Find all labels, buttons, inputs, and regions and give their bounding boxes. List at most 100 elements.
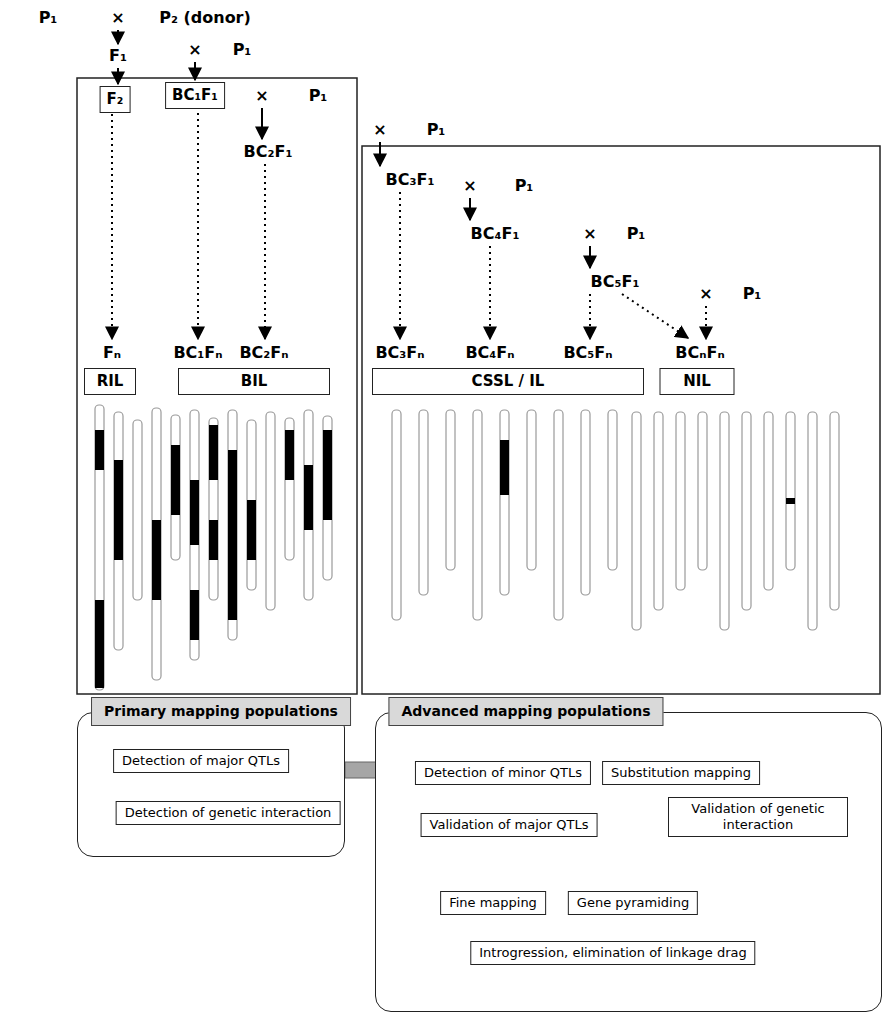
- generation-label: P₁: [233, 40, 252, 60]
- box-text: NIL: [667, 372, 728, 391]
- chromosome-bar: [152, 408, 161, 680]
- donor-segment: [285, 430, 294, 480]
- donor-segment: [247, 500, 256, 560]
- donor-segment: [786, 498, 795, 504]
- use-box: Validation of major QTLs: [421, 813, 598, 837]
- use-box: Gene pyramiding: [568, 891, 698, 915]
- chromosome-bar: [190, 410, 199, 660]
- chromosome-bars: [95, 405, 839, 690]
- cross-symbol: ×: [463, 176, 476, 196]
- population-box: BIL: [178, 368, 330, 395]
- box-text: BIL: [185, 372, 323, 391]
- selfing-arrow: [622, 294, 688, 338]
- cross-arrow: [117, 30, 119, 44]
- donor-segment: [171, 445, 180, 515]
- chromosome-bar: [114, 412, 123, 650]
- selfing-arrow: [399, 192, 401, 339]
- cross-arrows: [118, 30, 590, 268]
- generation-label: BC₅F₁: [591, 272, 640, 292]
- selfing-arrows: [112, 113, 706, 339]
- generation-label: P₂ (donor): [159, 8, 251, 28]
- generation-label: BC₁Fₙ: [173, 343, 222, 363]
- box-text: Validation of genetic interaction: [677, 801, 839, 833]
- generation-box: BC₁F₁: [165, 82, 225, 109]
- chromosome-bar: [500, 410, 509, 595]
- chromosome-bar: [304, 410, 313, 600]
- donor-segment: [190, 480, 199, 545]
- generation-label: BC₄Fₙ: [465, 343, 514, 363]
- chromosome-bar: [608, 410, 617, 570]
- chromosome-bar: [830, 412, 839, 610]
- chromosome-bar: [527, 410, 536, 570]
- box-text: Substitution mapping: [611, 765, 751, 781]
- population-box: CSSL / IL: [372, 368, 644, 395]
- generation-label: P₁: [427, 120, 446, 140]
- generation-label: BC₃F₁: [386, 170, 435, 190]
- donor-segment: [114, 460, 123, 560]
- use-box: Detection of major QTLs: [113, 749, 289, 773]
- use-box: Introgression, elimination of linkage dr…: [470, 941, 755, 965]
- population-group: Primary mapping populationsDetection of …: [77, 712, 345, 857]
- box-text: RIL: [91, 372, 129, 391]
- cross-arrow: [261, 108, 263, 139]
- cross-arrow: [194, 62, 196, 80]
- donor-segment: [152, 520, 161, 600]
- box-text: Fine mapping: [449, 895, 537, 911]
- cross-symbol: ×: [373, 120, 386, 140]
- selfing-arrow: [705, 306, 707, 339]
- box-text: Detection of minor QTLs: [424, 765, 582, 781]
- population-group: Advanced mapping populationsDetection of…: [375, 712, 882, 1012]
- box-text: Introgression, elimination of linkage dr…: [479, 945, 746, 961]
- selfing-arrow: [264, 164, 266, 339]
- donor-segment: [95, 430, 104, 470]
- chromosome-bar: [171, 415, 180, 560]
- generation-label: P₁: [39, 8, 58, 28]
- generation-label: P₁: [309, 86, 328, 106]
- generation-label: P₁: [515, 176, 534, 196]
- cross-arrow: [589, 246, 591, 268]
- chromosome-bar: [133, 420, 142, 600]
- donor-segment: [304, 465, 313, 530]
- generation-label: BC₃Fₙ: [375, 343, 424, 363]
- chromosome-bar: [228, 410, 237, 640]
- donor-segment: [190, 590, 199, 640]
- chromosome-bar: [698, 412, 707, 570]
- selfing-arrow: [489, 246, 491, 339]
- selfing-arrow: [111, 114, 113, 339]
- chromosome-bar: [209, 418, 218, 600]
- cross-symbol: ×: [111, 8, 124, 28]
- cross-symbol: ×: [699, 284, 712, 304]
- chromosome-bar: [742, 412, 751, 610]
- use-box: Detection of genetic interaction: [116, 801, 341, 825]
- group-heading: Primary mapping populations: [91, 697, 351, 726]
- chromosome-bar: [285, 418, 294, 560]
- generation-label: BC₅Fₙ: [563, 343, 612, 363]
- selfing-arrow: [197, 113, 199, 339]
- chromosome-bar: [247, 420, 256, 590]
- chromosome-bar: [554, 410, 563, 620]
- donor-segment: [209, 425, 218, 480]
- donor-segment: [95, 600, 104, 688]
- box-text: F₂: [107, 90, 124, 109]
- generation-label: F₁: [109, 46, 127, 66]
- cross-symbol: ×: [255, 86, 268, 106]
- chromosome-bar: [720, 412, 729, 630]
- population-box: NIL: [660, 368, 735, 395]
- chromosome-bar: [95, 405, 104, 690]
- box-text: Validation of major QTLs: [430, 817, 589, 833]
- generation-label: BC₄F₁: [471, 224, 520, 244]
- box-text: BC₁F₁: [172, 86, 218, 105]
- cross-arrow: [117, 68, 119, 84]
- generation-box: F₂: [100, 86, 131, 113]
- cross-symbol: ×: [583, 224, 596, 244]
- selfing-arrow: [589, 294, 591, 339]
- generation-label: Fₙ: [103, 343, 121, 363]
- cross-symbol: ×: [188, 40, 201, 60]
- donor-segment: [209, 520, 218, 560]
- chromosome-bar: [446, 410, 455, 570]
- cross-arrow: [379, 142, 381, 166]
- group-heading: Advanced mapping populations: [388, 697, 663, 726]
- cross-arrow: [469, 198, 471, 220]
- generation-label: BCₙFₙ: [675, 343, 724, 363]
